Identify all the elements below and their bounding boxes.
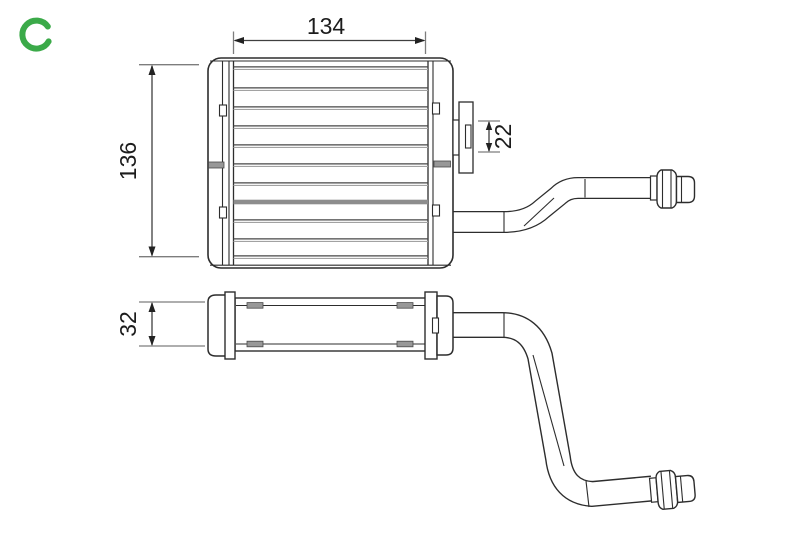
fitting-end-cap: [675, 175, 696, 204]
bracket-narrow-plate: [452, 119, 460, 156]
radiator-front-view: [207, 57, 454, 269]
fitting-end-cap: [674, 474, 696, 504]
bottom-hatch-pad: [246, 340, 264, 348]
bottom-right-end-cap: [436, 295, 454, 356]
tank-separator-band: [208, 161, 225, 169]
upper-pipe-fitting: [649, 169, 696, 209]
pipe-seam: [532, 354, 565, 467]
nut-facet-line: [660, 471, 665, 509]
bottom-body: [234, 297, 428, 352]
bottom-left-flange: [224, 291, 236, 360]
upper-outlet-pipe: [453, 177, 652, 233]
bottom-hatch-pad: [396, 302, 414, 309]
bottom-hatch-pad: [396, 340, 414, 348]
dim-width-label: 134: [307, 13, 346, 39]
dim-height-label: 136: [115, 142, 141, 180]
lower-inlet-pipe: [452, 312, 654, 508]
brand-logo-icon: [19, 17, 52, 52]
dim-port: 22: [478, 120, 516, 153]
pipe-seam: [585, 480, 590, 508]
flange-notch: [431, 317, 440, 334]
arrowhead-down: [485, 143, 493, 152]
arrowhead-up: [148, 302, 156, 312]
dim-depth-label: 32: [115, 311, 141, 337]
arrowhead-up: [148, 64, 156, 75]
tank-separator-band: [433, 160, 451, 168]
tank-clip: [218, 104, 228, 117]
bottom-left-end-cap: [207, 294, 228, 357]
dim-width: 134: [232, 13, 427, 54]
nut-facet-line: [668, 470, 674, 508]
dim-height: 136: [115, 64, 199, 258]
radiator-bottom-view: [207, 291, 454, 360]
tank-clip: [431, 204, 441, 217]
dim-port-label: 22: [490, 124, 516, 150]
bottom-hatch-pad: [246, 302, 264, 309]
arrowhead-right: [415, 37, 426, 44]
arrowhead-up: [485, 121, 493, 130]
core-outer-frame: [207, 57, 454, 269]
arrowhead-down: [148, 246, 156, 257]
mounting-bracket: [452, 101, 474, 174]
pipe-seam: [523, 197, 555, 227]
arrowhead-left: [233, 37, 244, 44]
fitting-collar: [649, 175, 658, 201]
fitting-nut: [656, 169, 678, 209]
core-tubes: [233, 66, 428, 259]
lower-pipe-fitting: [648, 469, 696, 510]
tank-clip: [431, 102, 441, 115]
tank-clip: [218, 206, 228, 219]
cap-ring-line: [679, 476, 684, 502]
core-tube-band: [233, 199, 428, 205]
arrowhead-down: [148, 336, 156, 346]
bracket-slot: [464, 124, 472, 149]
dim-depth: 32: [115, 301, 205, 347]
